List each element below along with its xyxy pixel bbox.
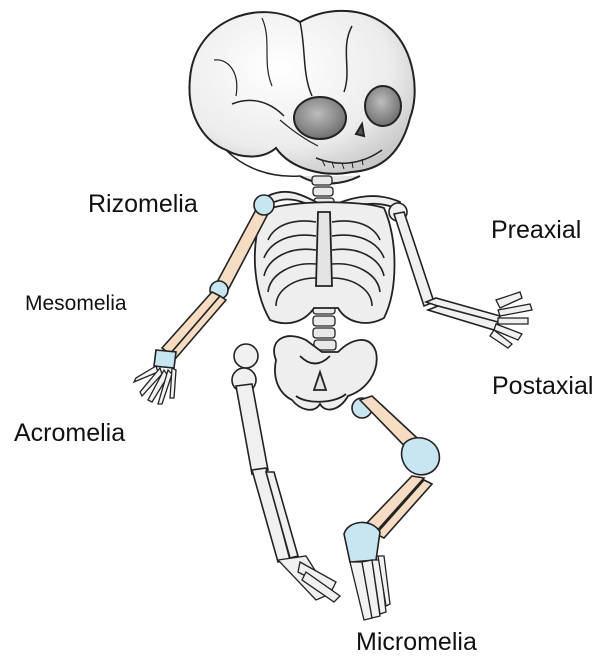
ulna-highlight xyxy=(170,296,226,358)
label-mesomelia: Mesomelia xyxy=(25,293,127,314)
right-highlighted-leg xyxy=(344,396,439,620)
wrist-highlight xyxy=(154,350,176,368)
label-preaxial: Preaxial xyxy=(491,218,581,243)
ankle-highlight xyxy=(344,522,380,562)
label-acromelia: Acromelia xyxy=(14,421,125,446)
rib-cage xyxy=(255,202,395,323)
left-hand xyxy=(134,366,176,404)
label-rizomelia: Rizomelia xyxy=(88,192,198,217)
shoulder-joint xyxy=(254,195,274,215)
radius-highlight xyxy=(162,292,220,354)
skull xyxy=(189,11,414,184)
label-micromelia: Micromelia xyxy=(356,630,477,655)
flexed-leg-foot xyxy=(278,556,340,602)
highlighted-foot xyxy=(350,556,390,620)
knee-joint xyxy=(402,438,440,475)
label-postaxial: Postaxial xyxy=(492,374,593,399)
